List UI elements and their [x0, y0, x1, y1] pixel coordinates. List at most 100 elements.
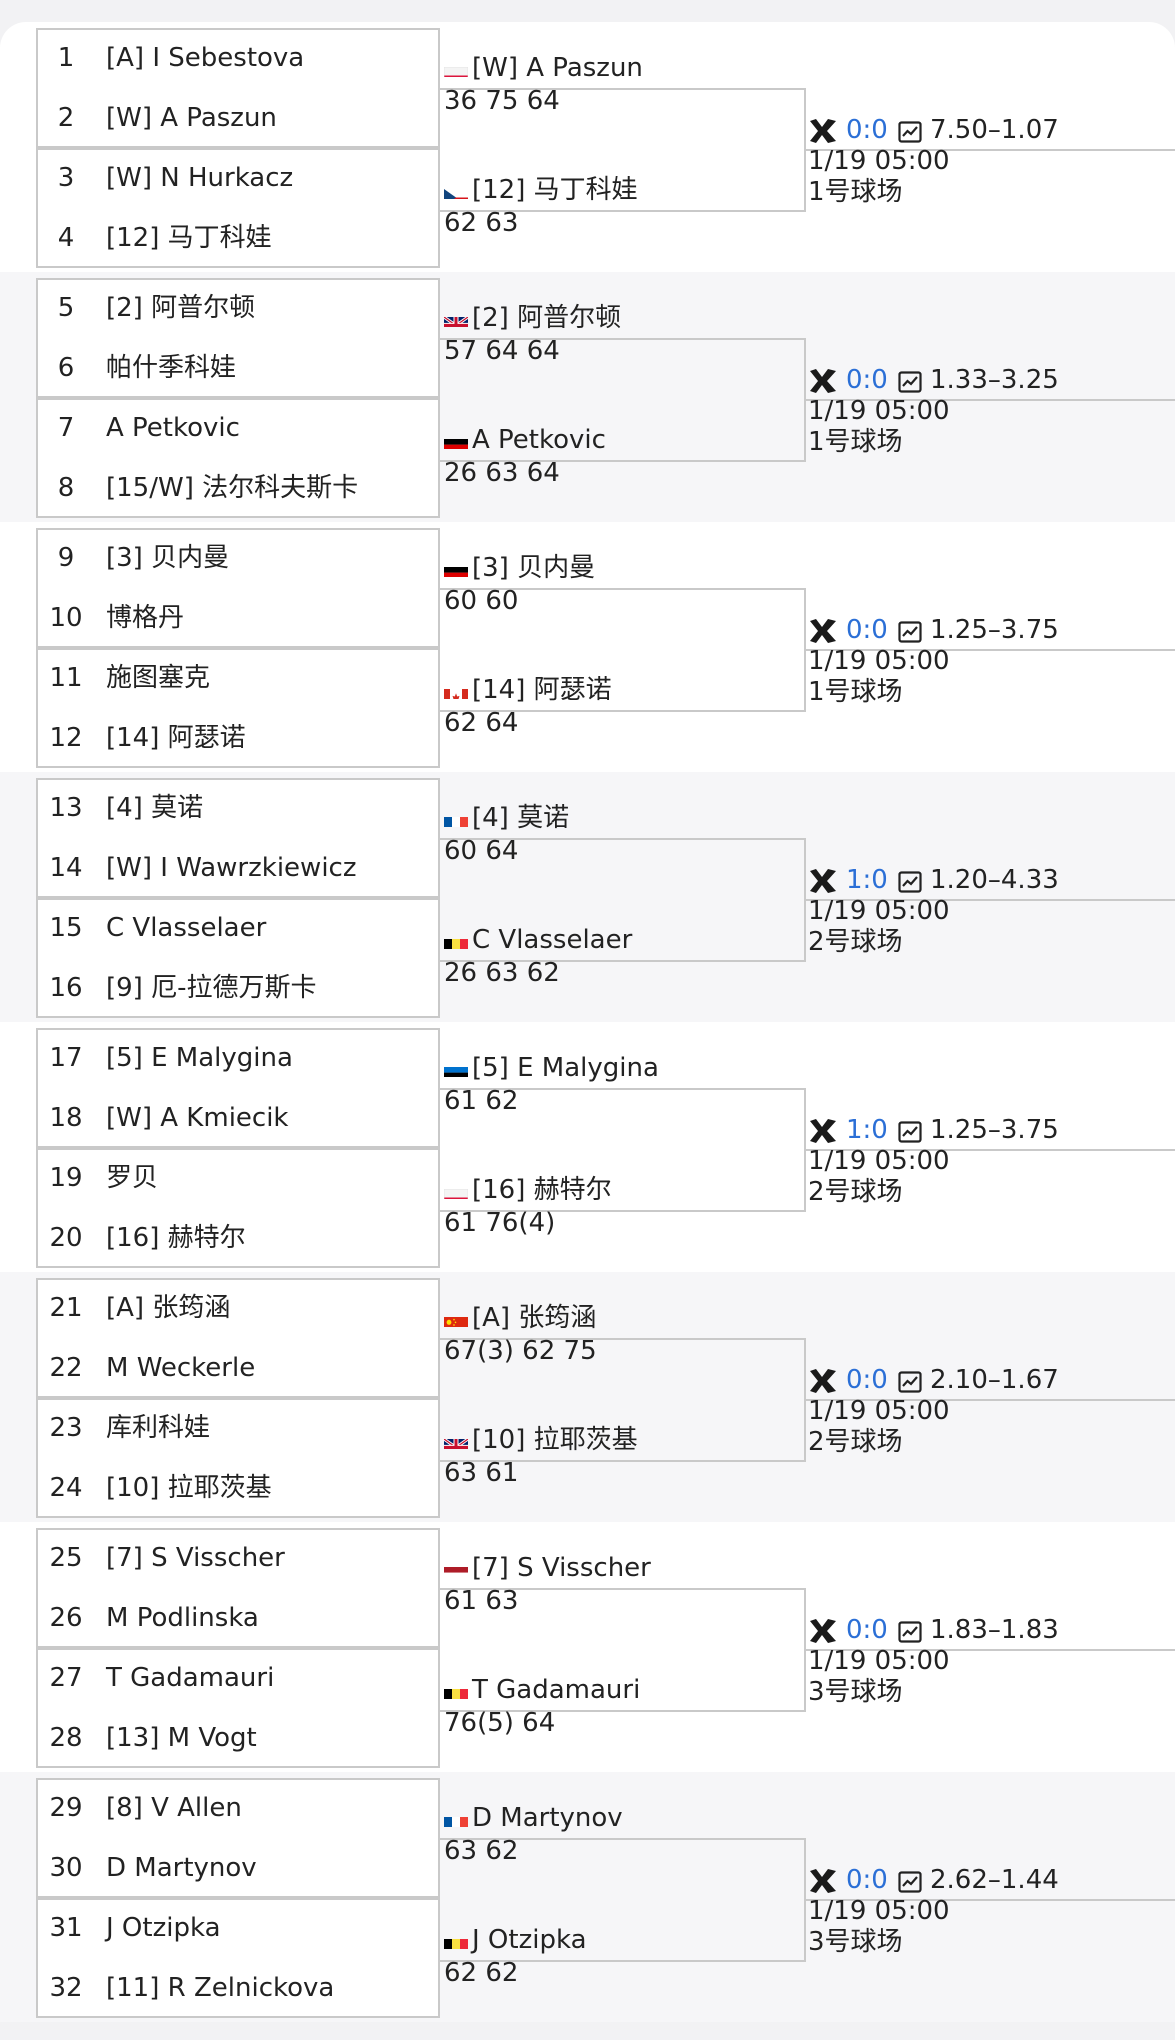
draw-entry[interactable]: 20[16] 赫特尔 [38, 1208, 442, 1268]
player-name[interactable]: T Gadamauri [106, 1663, 275, 1693]
player-name[interactable]: [16] 赫特尔 [106, 1223, 246, 1253]
betting-odds[interactable]: 1.25–3.75 [930, 615, 1059, 645]
player-name[interactable]: [A] 张筠涵 [472, 1303, 597, 1333]
betting-odds[interactable]: 2.10–1.67 [930, 1365, 1059, 1395]
player-name[interactable]: 博格丹 [106, 603, 185, 633]
player-name[interactable]: 帕什季科娃 [106, 353, 237, 383]
player-name[interactable]: [10] 拉耶茨基 [472, 1425, 638, 1455]
head-to-head-record[interactable]: 0:0 [846, 1865, 888, 1895]
player-name[interactable]: M Podlinska [106, 1603, 259, 1633]
draw-entry[interactable]: 2[W] A Paszun [38, 88, 442, 148]
head-to-head-record[interactable]: 0:0 [846, 1365, 888, 1395]
betting-odds[interactable]: 1.33–3.25 [930, 365, 1059, 395]
player-name[interactable]: [4] 莫诺 [106, 793, 204, 823]
line-chart-icon[interactable] [898, 870, 922, 893]
head-to-head-record[interactable]: 0:0 [846, 615, 888, 645]
player-name[interactable]: [W] I Wawrzkiewicz [106, 853, 357, 883]
draw-entry[interactable]: 8[15/W] 法尔科夫斯卡 [38, 458, 442, 518]
line-chart-icon[interactable] [898, 620, 922, 643]
player-name[interactable]: [14] 阿瑟诺 [106, 723, 246, 753]
draw-entry[interactable]: 4[12] 马丁科娃 [38, 208, 442, 268]
player-name[interactable]: [W] A Paszun [472, 53, 643, 83]
player-name[interactable]: 施图塞克 [106, 663, 211, 693]
player-name[interactable]: [5] E Malygina [106, 1043, 293, 1073]
player-name[interactable]: [4] 莫诺 [472, 803, 570, 833]
player-name[interactable]: T Gadamauri [472, 1675, 641, 1705]
draw-entry[interactable]: 18[W] A Kmiecik [38, 1088, 442, 1148]
player-name[interactable]: [16] 赫特尔 [472, 1175, 612, 1205]
player-name[interactable]: [2] 阿普尔顿 [472, 303, 622, 333]
player-name[interactable]: 罗贝 [106, 1163, 159, 1193]
player-name[interactable]: [A] I Sebestova [106, 43, 305, 73]
head-to-head-record[interactable]: 1:0 [846, 865, 888, 895]
line-chart-icon[interactable] [898, 1870, 922, 1893]
player-name[interactable]: [W] A Paszun [106, 103, 277, 133]
player-name[interactable]: [W] N Hurkacz [106, 163, 294, 193]
player-name[interactable]: [11] R Zelnickova [106, 1973, 335, 2003]
line-chart-icon[interactable] [898, 1120, 922, 1143]
crossed-rackets-icon[interactable] [808, 118, 838, 144]
crossed-rackets-icon[interactable] [808, 1368, 838, 1394]
head-to-head-record[interactable]: 0:0 [846, 365, 888, 395]
player-name[interactable]: [14] 阿瑟诺 [472, 675, 612, 705]
player-name[interactable]: [9] 厄-拉德万斯卡 [106, 973, 317, 1003]
player-name[interactable]: [13] M Vogt [106, 1723, 257, 1753]
draw-entry[interactable]: 9[3] 贝内曼 [38, 528, 442, 588]
draw-entry[interactable]: 17[5] E Malygina [38, 1028, 442, 1088]
crossed-rackets-icon[interactable] [808, 868, 838, 894]
player-name[interactable]: [15/W] 法尔科夫斯卡 [106, 473, 359, 503]
player-name[interactable]: [10] 拉耶茨基 [106, 1473, 272, 1503]
line-chart-icon[interactable] [898, 120, 922, 143]
betting-odds[interactable]: 1.20–4.33 [930, 865, 1059, 895]
player-name[interactable]: D Martynov [472, 1803, 623, 1833]
player-name[interactable]: J Otzipka [106, 1913, 221, 1943]
draw-entry[interactable]: 32[11] R Zelnickova [38, 1958, 442, 2018]
draw-entry[interactable]: 3[W] N Hurkacz [38, 148, 442, 208]
player-name[interactable]: C Vlasselaer [106, 913, 267, 943]
betting-odds[interactable]: 1.83–1.83 [930, 1615, 1059, 1645]
crossed-rackets-icon[interactable] [808, 368, 838, 394]
betting-odds[interactable]: 2.62–1.44 [930, 1865, 1059, 1895]
draw-entry[interactable]: 28[13] M Vogt [38, 1708, 442, 1768]
draw-entry[interactable]: 21[A] 张筠涵 [38, 1278, 442, 1338]
crossed-rackets-icon[interactable] [808, 1118, 838, 1144]
draw-entry[interactable]: 25[7] S Visscher [38, 1528, 442, 1588]
player-name[interactable]: [12] 马丁科娃 [472, 175, 638, 205]
player-name[interactable]: [W] A Kmiecik [106, 1103, 289, 1133]
player-name[interactable]: [3] 贝内曼 [472, 553, 596, 583]
player-name[interactable]: M Weckerle [106, 1353, 256, 1383]
player-name[interactable]: D Martynov [106, 1853, 257, 1883]
player-name[interactable]: A Petkovic [472, 425, 606, 455]
head-to-head-record[interactable]: 1:0 [846, 1115, 888, 1145]
player-name[interactable]: [12] 马丁科娃 [106, 223, 272, 253]
head-to-head-record[interactable]: 0:0 [846, 115, 888, 145]
